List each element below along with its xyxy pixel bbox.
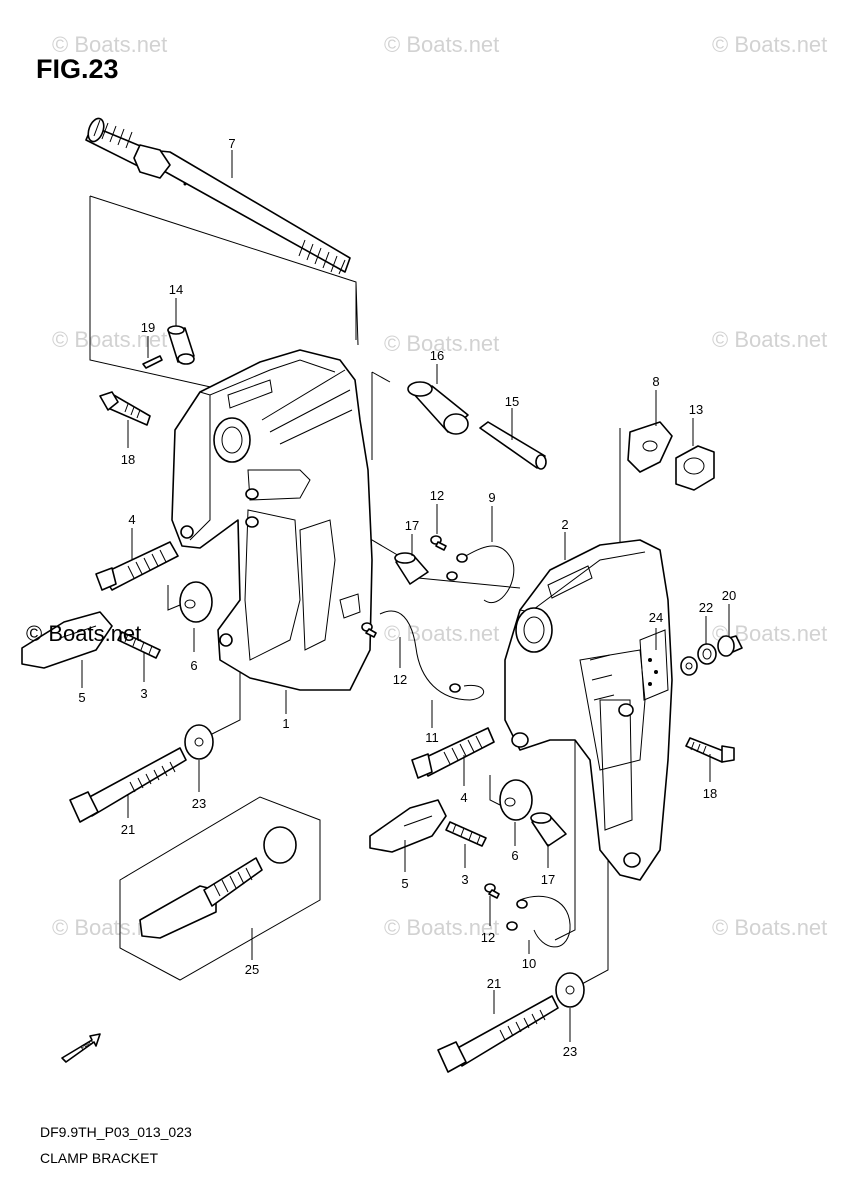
diagram-name: CLAMP BRACKET bbox=[40, 1150, 158, 1166]
callout-22: 22 bbox=[699, 600, 713, 615]
part-4-clamp-screw-left bbox=[95, 541, 179, 591]
callout-12-mid: 12 bbox=[393, 672, 407, 687]
part-20-bushing bbox=[717, 635, 743, 657]
callout-4-left: 4 bbox=[128, 512, 135, 527]
watermark-12: © Boats.net bbox=[712, 915, 827, 940]
callout-6-right: 6 bbox=[511, 848, 518, 863]
part-6-disk-left bbox=[179, 581, 213, 623]
part-8-plate bbox=[627, 421, 673, 473]
figure-title: FIG.23 bbox=[36, 54, 119, 84]
callout-21-left: 21 bbox=[121, 822, 135, 837]
watermark-5: © Boats.net bbox=[384, 331, 499, 356]
callout-5-right: 5 bbox=[401, 876, 408, 891]
part-14-bushing bbox=[167, 325, 195, 365]
callout-6-left: 6 bbox=[190, 658, 197, 673]
watermark-6: © Boats.net bbox=[712, 327, 827, 352]
part-6-disk-right bbox=[499, 779, 533, 821]
fwd-arrow-icon: FWD bbox=[61, 1033, 101, 1063]
part-23-washer-left bbox=[184, 724, 214, 760]
callout-12-top: 12 bbox=[430, 488, 444, 503]
callout-15: 15 bbox=[505, 394, 519, 409]
part-12-screw-b bbox=[361, 622, 377, 638]
callout-12-bottom: 12 bbox=[481, 930, 495, 945]
watermarks: © Boats.net © Boats.net © Boats.net © Bo… bbox=[52, 32, 827, 940]
callout-numbers: 7 14 19 18 16 15 8 13 12 9 17 2 4 6 5 3 … bbox=[78, 136, 736, 1059]
part-21-bolt-right bbox=[437, 995, 559, 1073]
callout-10: 10 bbox=[522, 956, 536, 971]
watermark-8: © Boats.net bbox=[384, 621, 499, 646]
callout-18-left: 18 bbox=[121, 452, 135, 467]
callout-17-right: 17 bbox=[541, 872, 555, 887]
watermark-7: © Boats.net bbox=[26, 621, 141, 646]
watermark-1: © Boats.net bbox=[52, 32, 167, 57]
callout-5-left: 5 bbox=[78, 690, 85, 705]
part-25-clamp-screw-assembly bbox=[119, 796, 321, 981]
callout-25: 25 bbox=[245, 962, 259, 977]
callout-3-left: 3 bbox=[140, 686, 147, 701]
callout-3-right: 3 bbox=[461, 872, 468, 887]
watermark-3: © Boats.net bbox=[712, 32, 827, 57]
part-10-wire bbox=[506, 895, 571, 948]
callout-24: 24 bbox=[649, 610, 663, 625]
part-9-wire bbox=[446, 545, 515, 603]
callout-17-top: 17 bbox=[405, 518, 419, 533]
part-24-ring bbox=[680, 656, 698, 676]
callout-23-left: 23 bbox=[192, 796, 206, 811]
part-17-spacer-a bbox=[394, 552, 429, 585]
part-19-pin bbox=[142, 355, 163, 369]
diagram-code: DF9.9TH_P03_013_023 bbox=[40, 1124, 192, 1140]
part-22-collar bbox=[697, 643, 717, 665]
callout-16: 16 bbox=[430, 348, 444, 363]
callout-21-right: 21 bbox=[487, 976, 501, 991]
part-11-wire bbox=[379, 610, 484, 701]
part-17-spacer-b bbox=[530, 812, 567, 847]
part-13-nut bbox=[675, 445, 715, 491]
part-12-screw-a bbox=[430, 535, 447, 551]
callout-8: 8 bbox=[652, 374, 659, 389]
part-16-sleeve bbox=[407, 381, 469, 435]
part-3-set-screw-left bbox=[117, 631, 161, 659]
part-2-clamp-bracket-right bbox=[504, 539, 673, 881]
watermark-2: © Boats.net bbox=[384, 32, 499, 57]
part-5-clamp-pad-left bbox=[21, 611, 113, 669]
callout-13: 13 bbox=[689, 402, 703, 417]
part-3-set-screw-right bbox=[445, 821, 487, 847]
part-21-bolt-left bbox=[69, 747, 187, 823]
part-7-tilt-rod bbox=[85, 117, 351, 275]
callout-14: 14 bbox=[169, 282, 183, 297]
leader-lines bbox=[81, 150, 730, 1042]
callout-1: 1 bbox=[282, 716, 289, 731]
callout-18-right: 18 bbox=[703, 786, 717, 801]
part-18-bolt-right bbox=[685, 737, 735, 763]
callout-23-right: 23 bbox=[563, 1044, 577, 1059]
callout-2: 2 bbox=[561, 517, 568, 532]
callout-19: 19 bbox=[141, 320, 155, 335]
part-12-screw-c bbox=[484, 883, 500, 899]
callout-4-right: 4 bbox=[460, 790, 467, 805]
part-1-clamp-bracket-left bbox=[171, 349, 373, 691]
watermark-11: © Boats.net bbox=[384, 915, 499, 940]
part-23-washer-right bbox=[555, 972, 585, 1008]
callout-20: 20 bbox=[722, 588, 736, 603]
callout-7: 7 bbox=[228, 136, 235, 151]
part-18-bolt-left bbox=[99, 391, 151, 426]
callout-11: 11 bbox=[425, 730, 439, 745]
part-4-clamp-screw-right bbox=[411, 727, 495, 779]
part-5-clamp-pad-right bbox=[369, 799, 447, 853]
part-15-shaft bbox=[479, 421, 547, 470]
callout-9: 9 bbox=[488, 490, 495, 505]
